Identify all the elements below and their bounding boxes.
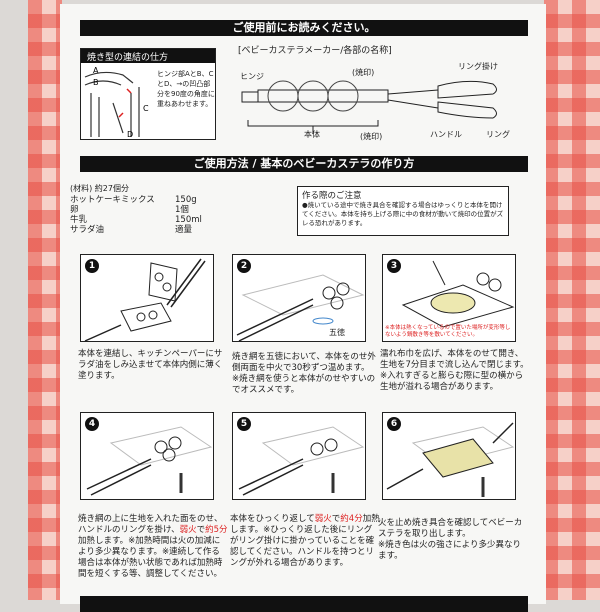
label-ring-hook: リング掛け [458,62,498,71]
step-5-text: 本体をひっくり返して弱火で約4分加熱します。※ひっくり返した後にリングがリング掛… [230,514,380,568]
step-number: 1 [85,259,99,273]
step-6-text: 火を止め焼き具合を確認してベビーカステラを取り出します。 ※焼き色は火の強さによ… [378,518,523,561]
material-item: サラダ油適量 [70,225,193,235]
label-a: A [93,66,99,75]
label-hinge: ヒンジ [240,72,264,81]
step-2-text: 焼き網を五徳において、本体をのせ外側両面を中火で30秒ずつ温めます。 ※焼き網を… [232,352,376,395]
label-b: B [93,78,99,87]
step-number: 4 [85,417,99,431]
step-6-illustration: 6 [382,412,516,500]
label-d: D [127,130,133,139]
connect-title: 焼き型の連結の仕方 [81,49,215,63]
section-header-usage: ご使用方法 / 基本のベビーカステラの作り方 [80,156,528,172]
label-body: 本体 [304,130,320,139]
hinge-connection-illustration: A B C D [84,66,149,139]
step-4-text: 焼き網の上に生地を入れた面をのせ、ハンドルのリングを掛け、弱火で約5分加熱します… [78,514,228,579]
step-3-text: 濡れ布巾を広げ、本体をのせて開き、生地を7分目まで流し込んで閉じます。※入れすぎ… [380,349,529,392]
gingham-border-right [544,0,600,600]
section-header-read-before-use: ご使用前にお読みください。 [80,20,528,36]
step-2-illustration: 2 五徳 [232,254,366,342]
parts-title: [ベビーカステラメーカー/各部の名称] [238,46,392,56]
step-1-text: 本体を連結し、キッチンペーパーにサラダ油をしみ込ませて本体内側に薄く塗ります。 [78,349,223,381]
step-1-illustration: 1 [80,254,214,342]
label-handle: ハンドル [430,130,462,139]
connect-box: 焼き型の連結の仕方 A B C D ヒンジ部AとB、CとD、→の凹凸部分を90度… [80,48,216,140]
gingham-border-left [28,0,62,600]
label-c: C [143,104,149,113]
step-number: 5 [237,417,251,431]
parts-diagram [241,80,497,134]
label-ring: リング [486,130,510,139]
materials-title: (材料) 約27個分 [70,184,129,193]
step-number: 2 [237,259,251,273]
label-brand-bottom: (焼印) [360,132,383,141]
label-brand-top: (焼印) [352,68,375,77]
step-3-warning: ※本体は熱くなっているので置いた場所が変形等しないよう鍋敷き等を敷いてください。 [385,325,511,338]
label-trivet: 五徳 [329,328,345,337]
section-header-bottom [80,596,528,612]
connect-text: ヒンジ部AとB、CとD、→の凹凸部分を90度の角度に重ねあわせます。 [157,70,215,108]
step-5-illustration: 5 [232,412,366,500]
caution-text: ●焼いている途中で焼き具合を確認する場合はゆっくりと本体を開けてください。本体を… [302,201,504,227]
caution-title: 作る際のご注意 [302,191,362,201]
instruction-sheet: ご使用前にお読みください。 焼き型の連結の仕方 A B C D ヒンジ部AとB、… [60,4,546,612]
step-number: 6 [387,417,401,431]
caution-box: 作る際のご注意 ●焼いている途中で焼き具合を確認する場合はゆっくりと本体を開けて… [297,186,509,236]
step-number: 3 [387,259,401,273]
step-4-illustration: 4 [80,412,214,500]
step-3-illustration: 3 ※本体は熱くなっているので置いた場所が変形等しないよう鍋敷き等を敷いてくださ… [382,254,516,342]
